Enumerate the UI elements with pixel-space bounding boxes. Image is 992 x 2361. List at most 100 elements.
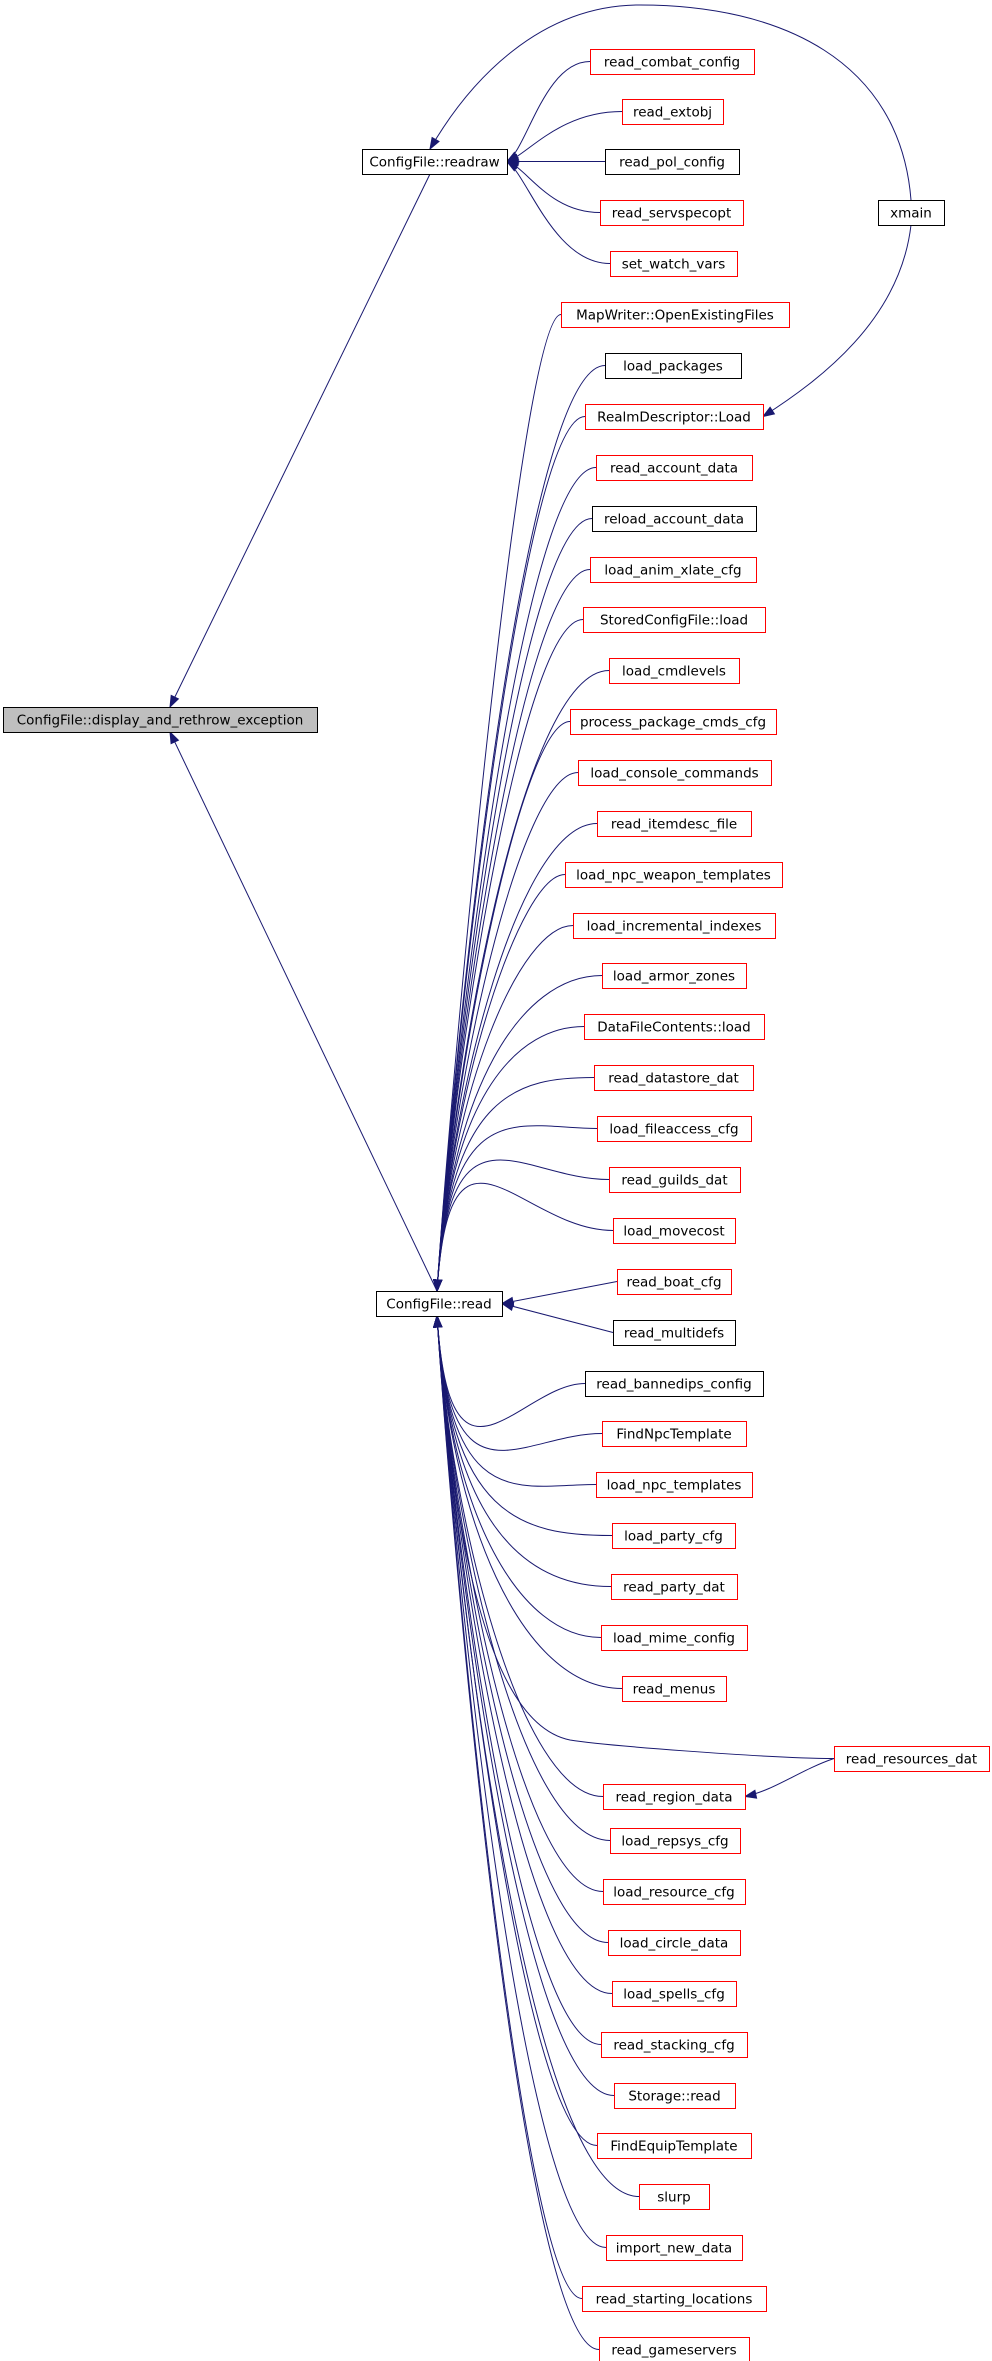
node-box <box>3 707 318 733</box>
node-read-starting-locations[interactable]: read_starting_locations <box>582 2286 767 2312</box>
node-box <box>594 1065 754 1091</box>
node-load-armor-zones[interactable]: load_armor_zones <box>602 963 747 989</box>
edge-read_resources_dat-to-read_region_data-arrowhead <box>743 1789 758 1799</box>
node-box <box>622 99 724 125</box>
node-read-region-data[interactable]: read_region_data <box>603 1784 746 1810</box>
node-reload-account-data[interactable]: reload_account_data <box>592 506 757 532</box>
node-load-cmdlevels[interactable]: load_cmdlevels <box>609 658 740 684</box>
node-read-bannedips-config[interactable]: read_bannedips_config <box>585 1371 764 1397</box>
node-import-new-data[interactable]: import_new_data <box>606 2235 743 2261</box>
node-box <box>612 1981 737 2007</box>
node-load-npc-templates[interactable]: load_npc_templates <box>596 1472 753 1498</box>
node-box <box>565 862 783 888</box>
node-label: load_spells_cfg <box>623 1987 725 2003</box>
node-read-resources-dat[interactable]: read_resources_dat <box>834 1746 990 1772</box>
node-read-combat-config[interactable]: read_combat_config <box>590 49 755 75</box>
node-load-movecost[interactable]: load_movecost <box>613 1218 736 1244</box>
node-label: load_console_commands <box>590 766 758 782</box>
node-xmain[interactable]: xmain <box>878 200 945 226</box>
node-box <box>585 1371 764 1397</box>
node-box <box>609 1167 741 1193</box>
node-process-package-cmds-cfg[interactable]: process_package_cmds_cfg <box>570 709 777 735</box>
edge-set_watch_vars-to-readraw-arrowhead <box>505 160 520 172</box>
edge-read_bannedips_config-to-read <box>436 1315 586 1428</box>
edge-process_package_cmds_cfg-to-read <box>436 721 571 1292</box>
node-datafilecontents-load[interactable]: DataFileContents::load <box>584 1014 765 1040</box>
node-read-account-data[interactable]: read_account_data <box>596 455 753 481</box>
node-read-multidefs[interactable]: read_multidefs <box>613 1320 736 1346</box>
node-read-pol-config[interactable]: read_pol_config <box>605 149 740 175</box>
edge-load_spells_cfg-to-read <box>436 1315 613 1994</box>
node-read-itemdesc-file[interactable]: read_itemdesc_file <box>597 811 752 837</box>
node-findnpctemplate[interactable]: FindNpcTemplate <box>602 1421 747 1447</box>
node-read-datastore-dat[interactable]: read_datastore_dat <box>594 1065 754 1091</box>
node-findequiptemplate[interactable]: FindEquipTemplate <box>597 2133 752 2159</box>
node-storedconfig-load[interactable]: StoredConfigFile::load <box>583 607 766 633</box>
edge-read_menus-to-read <box>436 1315 623 1689</box>
node-read-boat-cfg[interactable]: read_boat_cfg <box>617 1269 732 1295</box>
node-label: MapWriter::OpenExistingFiles <box>576 308 774 324</box>
node-label: load_resource_cfg <box>613 1885 735 1901</box>
node-load-fileaccess-cfg[interactable]: load_fileaccess_cfg <box>597 1116 752 1142</box>
node-label: load_armor_zones <box>613 969 735 985</box>
node-box <box>578 760 772 786</box>
node-label: load_npc_weapon_templates <box>576 868 771 884</box>
edge-read_multidefs-to-read-arrowhead <box>500 1301 515 1312</box>
edge-storage_read-to-read <box>436 1315 615 2096</box>
node-read-party-dat[interactable]: read_party_dat <box>611 1574 738 1600</box>
node-load-repsys-cfg[interactable]: load_repsys_cfg <box>610 1828 741 1854</box>
node-slurp[interactable]: slurp <box>639 2184 710 2210</box>
node-load-packages[interactable]: load_packages <box>605 353 742 379</box>
node-load-anim-xlate-cfg[interactable]: load_anim_xlate_cfg <box>590 557 757 583</box>
node-box <box>597 811 752 837</box>
node-load-incremental-indexes[interactable]: load_incremental_indexes <box>573 913 776 939</box>
edge-load_repsys_cfg-to-read <box>436 1315 611 1841</box>
nodes-layer: ConfigFile::display_and_rethrow_exceptio… <box>3 49 990 2361</box>
edge-read_stacking_cfg-to-read <box>436 1315 602 2045</box>
node-label: load_incremental_indexes <box>587 919 762 935</box>
edge-load_npc_templates-to-read <box>436 1315 597 1487</box>
edge-xmain-to-realm_load <box>762 224 912 417</box>
node-load-circle-data[interactable]: load_circle_data <box>608 1930 741 1956</box>
node-readraw[interactable]: ConfigFile::readraw <box>362 149 508 175</box>
node-label: read_combat_config <box>604 55 740 71</box>
node-box <box>561 302 790 328</box>
node-read-gameservers[interactable]: read_gameservers <box>599 2337 750 2361</box>
node-read-extobj[interactable]: read_extobj <box>622 99 724 125</box>
edge-read_datastore_dat-to-read <box>436 1077 595 1292</box>
node-box <box>611 1574 738 1600</box>
node-storage-read[interactable]: Storage::read <box>614 2083 736 2109</box>
edge-findequiptemplate-to-read <box>436 1315 598 2146</box>
edge-xmain-to-readraw-arrowhead <box>429 136 440 151</box>
node-box <box>585 404 764 430</box>
node-load-console-commands[interactable]: load_console_commands <box>578 760 772 786</box>
node-realm-load[interactable]: RealmDescriptor::Load <box>585 404 764 430</box>
node-read-guilds-dat[interactable]: read_guilds_dat <box>609 1167 741 1193</box>
node-box <box>622 1676 727 1702</box>
node-box <box>570 709 777 735</box>
node-label: read_resources_dat <box>846 1752 977 1768</box>
node-read[interactable]: ConfigFile::read <box>376 1291 503 1317</box>
node-box <box>605 149 740 175</box>
node-load-resource-cfg[interactable]: load_resource_cfg <box>603 1879 746 1905</box>
node-load-party-cfg[interactable]: load_party_cfg <box>612 1523 736 1549</box>
node-mapwriter[interactable]: MapWriter::OpenExistingFiles <box>561 302 790 328</box>
node-read-servspecopt[interactable]: read_servspecopt <box>600 200 744 226</box>
node-focus[interactable]: ConfigFile::display_and_rethrow_exceptio… <box>3 707 318 733</box>
node-label: load_cmdlevels <box>622 664 726 680</box>
node-label: load_packages <box>623 359 723 375</box>
node-load-npc-weapon-templates[interactable]: load_npc_weapon_templates <box>565 862 783 888</box>
node-label: read_servspecopt <box>612 206 731 222</box>
node-set-watch-vars[interactable]: set_watch_vars <box>610 251 738 277</box>
node-label: read_extobj <box>633 105 712 121</box>
node-box <box>878 200 945 226</box>
node-load-mime-config[interactable]: load_mime_config <box>601 1625 748 1651</box>
node-read-menus[interactable]: read_menus <box>622 1676 727 1702</box>
node-read-stacking-cfg[interactable]: read_stacking_cfg <box>601 2032 748 2058</box>
node-load-spells-cfg[interactable]: load_spells_cfg <box>612 1981 737 2007</box>
node-label: set_watch_vars <box>622 257 726 273</box>
node-box <box>617 1269 732 1295</box>
node-box <box>603 1879 746 1905</box>
edge-read-to-focus-arrowhead <box>169 730 180 745</box>
